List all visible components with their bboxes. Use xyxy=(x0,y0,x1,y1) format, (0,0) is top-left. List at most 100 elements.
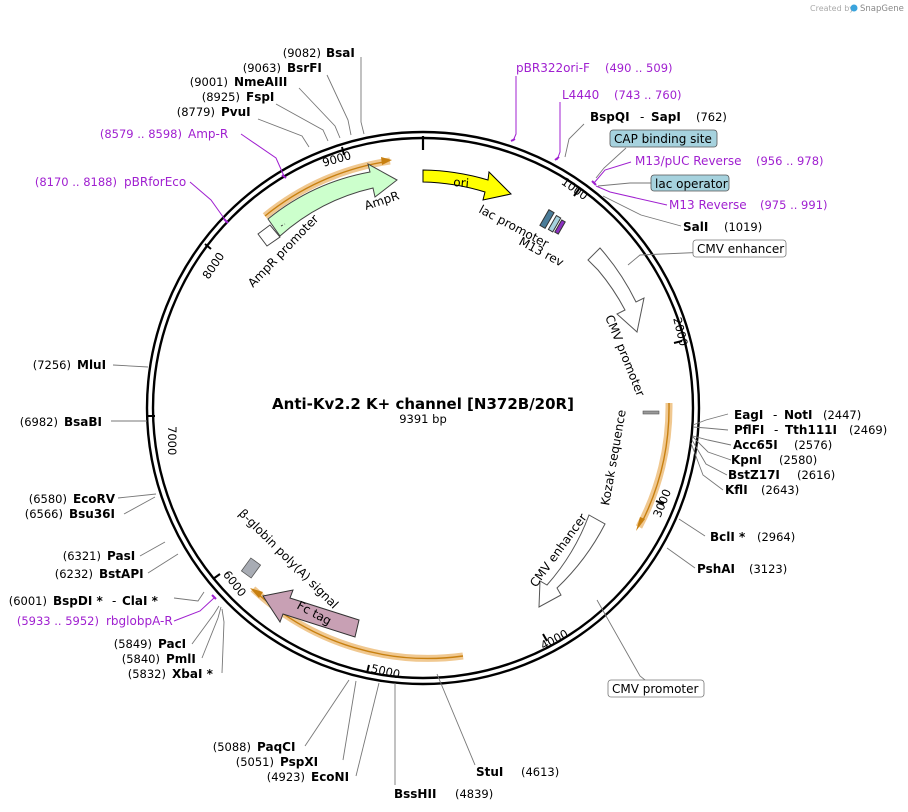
ori-feature-arrow[interactable] xyxy=(422,169,513,201)
enzyme-kpni[interactable]: KpnI (2580) xyxy=(731,453,817,467)
svg-text:PvuI: PvuI xyxy=(221,105,251,119)
svg-text:PasI: PasI xyxy=(107,549,135,563)
enzyme-stui[interactable]: StuI (4613) xyxy=(476,765,559,779)
m13-rev-mark[interactable] xyxy=(554,219,566,235)
enzyme-eagi-noti[interactable]: EagI - NotI (2447) xyxy=(734,408,861,422)
svg-text:(9063): (9063) xyxy=(243,61,281,75)
svg-text:KpnI: KpnI xyxy=(731,453,762,467)
svg-text:BstAPI: BstAPI xyxy=(99,567,144,581)
enzyme-econi[interactable]: (4923) EcoNI xyxy=(267,770,349,784)
cmv-enhancer-arrow[interactable] xyxy=(538,514,606,608)
svg-text:SapI: SapI xyxy=(651,110,681,124)
enzyme-paqci[interactable]: (5088) PaqCI xyxy=(213,740,296,754)
svg-text:(8170 .. 8188): (8170 .. 8188) xyxy=(35,175,117,189)
primer-rbglobpa-r[interactable]: (5933 .. 5952) rbglobpA-R xyxy=(17,614,173,628)
svg-text:-: - xyxy=(640,110,644,124)
enzyme-bsai[interactable]: (9082) BsaI xyxy=(283,46,355,60)
cmv-promoter-arrow[interactable] xyxy=(587,247,645,333)
enzyme-ecorv[interactable]: (6580) EcoRV xyxy=(29,492,116,506)
primer-l4440[interactable]: L4440 (743 .. 760) xyxy=(562,88,682,102)
svg-text:(2616): (2616) xyxy=(797,468,835,482)
enzyme-bsrfi[interactable]: (9063) BsrFI xyxy=(243,61,322,75)
svg-text:BsaI: BsaI xyxy=(326,46,355,60)
svg-text:(2447): (2447) xyxy=(823,408,861,422)
enzyme-nmeaiii[interactable]: (9001) NmeAIII xyxy=(190,75,288,89)
svg-text:(762): (762) xyxy=(696,110,727,124)
enzyme-paci[interactable]: (5849) PacI xyxy=(114,637,186,651)
enzyme-bstz17i[interactable]: BstZ17I (2616) xyxy=(728,468,835,482)
svg-text:L4440: L4440 xyxy=(562,88,599,102)
enzyme-bspqi-sapi[interactable]: BspQI - SapI (762) xyxy=(590,110,727,124)
enzyme-pvui[interactable]: (8779) PvuI xyxy=(177,105,251,119)
primer-amp-r[interactable]: (8579 .. 8598) Amp-R xyxy=(100,127,228,141)
kozak-mark[interactable] xyxy=(642,410,660,415)
snapgene-brand: SnapGene xyxy=(860,4,904,14)
enzyme-xbai[interactable]: (5832) XbaI * xyxy=(128,667,214,681)
enzyme-pshai[interactable]: PshAI (3123) xyxy=(697,562,787,576)
svg-text:EagI: EagI xyxy=(734,408,763,422)
lac-operator-mark[interactable] xyxy=(547,214,562,233)
lac-operator-box[interactable]: lac operator xyxy=(650,174,730,192)
tick-4000: 4000 xyxy=(538,626,570,652)
svg-text:BstZ17I: BstZ17I xyxy=(728,468,780,482)
enzyme-bcli[interactable]: BclI * (2964) xyxy=(710,530,795,544)
enzyme-fspi[interactable]: (8925) FspI xyxy=(202,90,275,104)
cap-binding-site-box[interactable]: CAP binding site xyxy=(609,129,718,148)
enzyme-pmli[interactable]: (5840) PmlI xyxy=(122,652,196,666)
kozak-arrowhead xyxy=(636,517,645,531)
enzyme-pasi[interactable]: (6321) PasI xyxy=(63,549,135,563)
enzyme-bsabi[interactable]: (6982) BsaBI xyxy=(20,415,102,429)
tick-7000: 7000 xyxy=(165,426,179,455)
svg-text:-: - xyxy=(774,423,778,437)
svg-text:BspDI *: BspDI * xyxy=(53,594,103,608)
enzyme-bspdi-clai[interactable]: (6001) BspDI * - ClaI * xyxy=(9,594,159,608)
beta-globin-mark[interactable] xyxy=(240,557,262,579)
svg-text:CMV promoter: CMV promoter xyxy=(612,682,699,696)
enzyme-acc65i[interactable]: Acc65I (2576) xyxy=(733,438,832,452)
svg-text:PshAI: PshAI xyxy=(697,562,735,576)
ampr-feature-arrow[interactable] xyxy=(267,163,398,237)
enzyme-bsu36i[interactable]: (6566) Bsu36I xyxy=(25,507,115,521)
svg-text:Amp-R: Amp-R xyxy=(188,127,228,141)
svg-text:BsrFI: BsrFI xyxy=(287,61,322,75)
svg-text:(4613): (4613) xyxy=(521,765,559,779)
svg-text:(490 .. 509): (490 .. 509) xyxy=(605,61,673,75)
svg-text:M13 Reverse: M13 Reverse xyxy=(669,198,747,212)
svg-text:PflFI: PflFI xyxy=(734,423,764,437)
ori-label: ori xyxy=(453,175,470,190)
svg-text:(5933 .. 5952): (5933 .. 5952) xyxy=(17,614,99,628)
svg-text:-: - xyxy=(112,594,116,608)
primer-leader-lines xyxy=(173,76,668,622)
enzyme-sali[interactable]: SalI (1019) xyxy=(683,220,762,234)
svg-text:(8579 .. 8598): (8579 .. 8598) xyxy=(100,127,182,141)
enzyme-kfli[interactable]: KflI (2643) xyxy=(725,483,799,497)
tick-5000: 5000 xyxy=(370,661,402,681)
svg-text:BspQI: BspQI xyxy=(590,110,630,124)
enzyme-bstapi[interactable]: (6232) BstAPI xyxy=(55,567,144,581)
cap-site-mark[interactable] xyxy=(539,209,555,229)
enzyme-bsshii[interactable]: BssHII (4839) xyxy=(394,787,493,801)
svg-text:(5840): (5840) xyxy=(122,652,160,666)
cmv-promoter-box[interactable]: CMV promoter xyxy=(607,679,705,698)
backbone-outer-strand xyxy=(145,130,701,686)
primer-pbr322ori-f[interactable]: pBR322ori-F (490 .. 509) xyxy=(516,61,673,75)
fc-tag-arrow[interactable] xyxy=(262,589,360,638)
enzyme-mlui[interactable]: (7256) MluI xyxy=(33,358,106,372)
tick-9000: 9000 xyxy=(321,148,353,170)
svg-text:PspXI: PspXI xyxy=(280,755,318,769)
svg-text:BclI *: BclI * xyxy=(710,530,746,544)
primer-pbrforeco[interactable]: (8170 .. 8188) pBRforEco xyxy=(35,175,186,189)
primer-m13-puc-reverse[interactable]: M13/pUC Reverse (956 .. 978) xyxy=(635,154,824,168)
ampr-orf-arc xyxy=(264,161,385,217)
kozak-label: Kozak sequence xyxy=(598,409,629,507)
primer-m13-reverse[interactable]: M13 Reverse (975 .. 991) xyxy=(669,198,828,212)
enzyme-pspxi[interactable]: (5051) PspXI xyxy=(236,755,318,769)
svg-text:(5849): (5849) xyxy=(114,637,152,651)
ampr-promoter-arrow[interactable] xyxy=(257,224,281,247)
created-by-text: Created by xyxy=(810,4,854,13)
svg-text:SalI: SalI xyxy=(683,220,708,234)
enzyme-pflfi-tth111i[interactable]: PflFI - Tth111I (2469) xyxy=(734,423,887,437)
tick-8000: 8000 xyxy=(199,250,227,282)
cmv-enhancer-box[interactable]: CMV enhancer xyxy=(692,239,787,258)
